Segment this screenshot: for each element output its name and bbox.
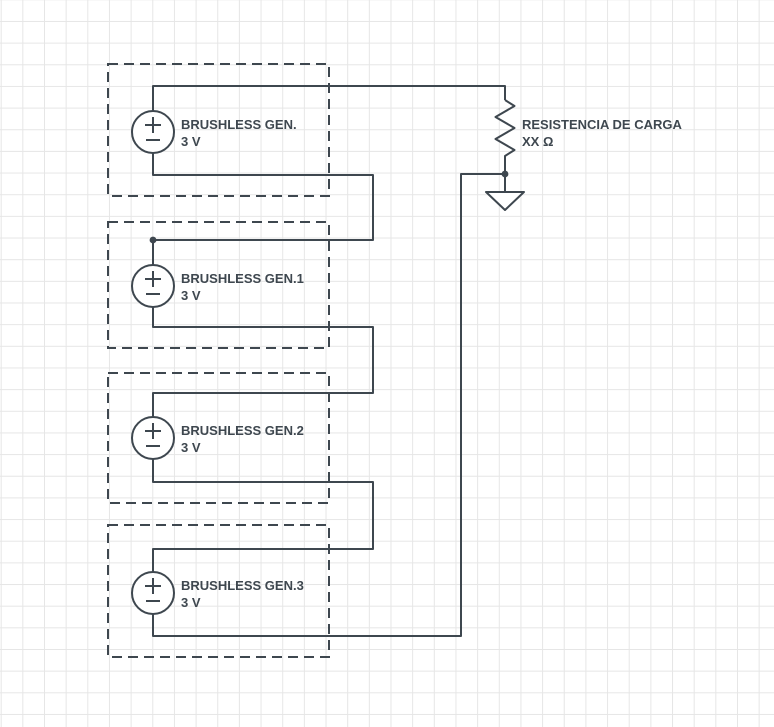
junction-dot bbox=[501, 170, 509, 178]
load-resistor-value-label: XX Ω bbox=[522, 134, 553, 149]
plus-icon bbox=[145, 117, 161, 133]
junction-dot bbox=[149, 236, 157, 244]
load-resistor-block: RESISTENCIA DE CARGA XX Ω bbox=[494, 99, 682, 172]
generator-label: BRUSHLESS GEN.3 bbox=[181, 578, 304, 593]
generator-block-4: BRUSHLESS GEN.3 3 V bbox=[107, 524, 330, 658]
ground-symbol[interactable] bbox=[485, 191, 525, 211]
generator-boundary[interactable] bbox=[107, 221, 330, 349]
generator-voltage-label: 3 V bbox=[181, 288, 201, 303]
plus-icon bbox=[145, 271, 161, 287]
resistor-symbol[interactable] bbox=[494, 99, 516, 172]
generator-block-3: BRUSHLESS GEN.2 3 V bbox=[107, 372, 330, 504]
generator-label: BRUSHLESS GEN.1 bbox=[181, 271, 304, 286]
generator-block-1: BRUSHLESS GEN. 3 V bbox=[107, 63, 330, 197]
wire-gen3-to-gen4[interactable] bbox=[152, 459, 374, 572]
load-resistor-label: RESISTENCIA DE CARGA bbox=[522, 117, 682, 132]
generator-voltage-label: 3 V bbox=[181, 595, 201, 610]
generator-label: BRUSHLESS GEN. bbox=[181, 117, 297, 132]
generator-boundary[interactable] bbox=[107, 524, 330, 658]
generator-block-2: BRUSHLESS GEN.1 3 V bbox=[107, 221, 330, 349]
plus-icon bbox=[145, 423, 161, 439]
generator-label: BRUSHLESS GEN.2 bbox=[181, 423, 304, 438]
generator-voltage-label: 3 V bbox=[181, 440, 201, 455]
wire-gen4-return-to-resistor[interactable] bbox=[152, 173, 505, 637]
generator-voltage-label: 3 V bbox=[181, 134, 201, 149]
wire-gen1-to-gen2[interactable] bbox=[152, 153, 374, 265]
wire-gen2-to-gen3[interactable] bbox=[152, 307, 374, 417]
generator-boundary[interactable] bbox=[107, 63, 330, 197]
plus-icon bbox=[145, 578, 161, 594]
